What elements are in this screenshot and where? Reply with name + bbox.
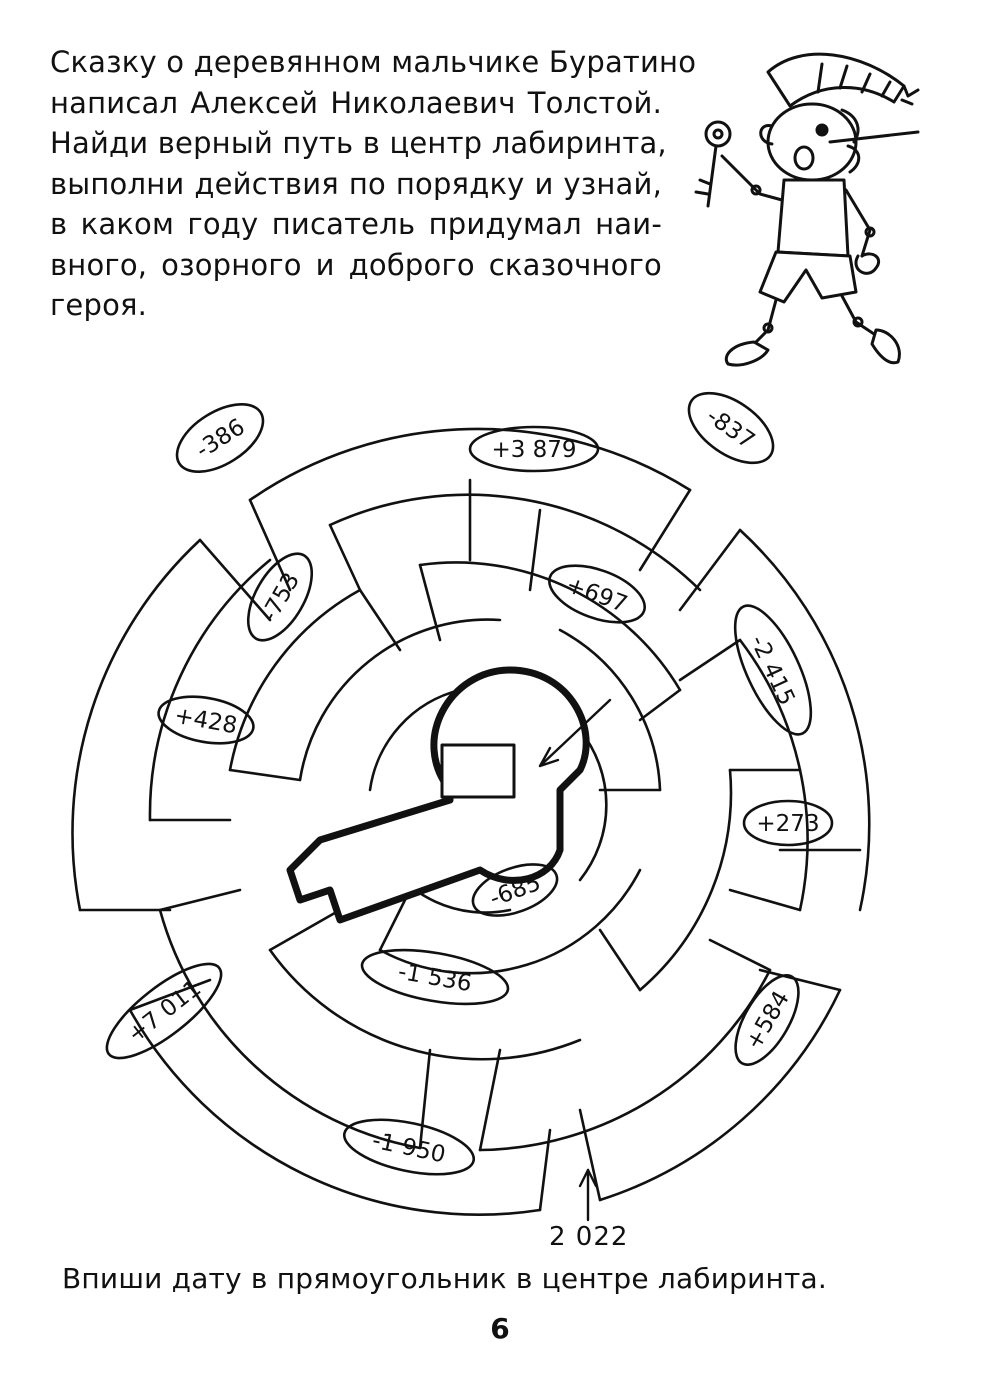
op-label: +697 xyxy=(548,564,646,624)
intro-line: в каком году писатель придумал наи- xyxy=(50,207,662,241)
svg-text:+273: +273 xyxy=(756,811,819,837)
intro-line: написал Алексей Николаевич Толстой. xyxy=(50,85,662,120)
intro-line: Сказку о деревянном мальчике Буратино xyxy=(50,45,697,79)
op-label: -837 xyxy=(687,391,775,465)
circular-key-maze: -386 +3 879 -837 -753 +697 -2 415 +428 +… xyxy=(71,391,871,1222)
op-label: -386 xyxy=(175,403,265,473)
op-label: -2 415 xyxy=(733,604,813,736)
buratino-illustration xyxy=(694,52,920,367)
op-label: +3 879 xyxy=(468,425,600,473)
svg-text:-2 415: -2 415 xyxy=(745,631,800,709)
op-label: +273 xyxy=(742,799,834,847)
svg-text:-1 950: -1 950 xyxy=(370,1128,448,1169)
svg-text:+3 879: +3 879 xyxy=(491,437,576,463)
start-number: 2 022 xyxy=(549,1222,629,1252)
op-label: -1 950 xyxy=(342,1118,476,1176)
intro-line: Найди верный путь в центр лабиринта, xyxy=(50,126,667,160)
intro-line: героя. xyxy=(50,288,148,322)
svg-text:+7 011: +7 011 xyxy=(123,975,206,1048)
instruction-text: Впиши дату в прямоугольник в центре лаби… xyxy=(62,1262,828,1295)
op-label: -1 536 xyxy=(360,948,510,1006)
svg-text:-1 536: -1 536 xyxy=(396,959,474,997)
svg-text:+584: +584 xyxy=(741,987,795,1055)
page-number: 6 xyxy=(490,1312,510,1345)
op-label: +428 xyxy=(157,695,255,745)
intro-text: Сказку о деревянном мальчике Буратино на… xyxy=(50,42,697,326)
intro-line: вного, озорного и доброго сказочного xyxy=(50,247,662,282)
intro-line: выполни действия по порядку и узнай, xyxy=(50,166,662,201)
svg-text:+428: +428 xyxy=(172,703,239,740)
op-label: +7 011 xyxy=(105,962,223,1060)
